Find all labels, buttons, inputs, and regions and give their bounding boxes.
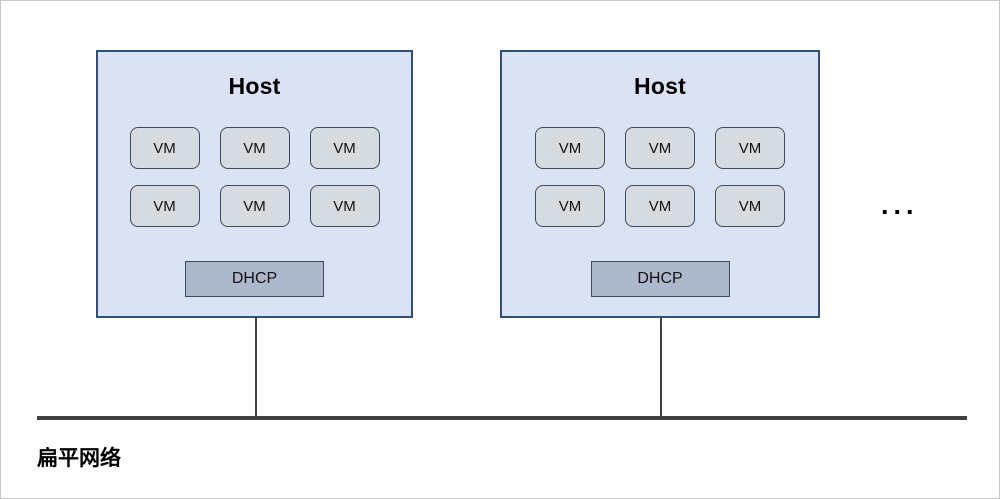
vm-box[interactable]: VM bbox=[535, 185, 605, 227]
vm-row: VM VM VM bbox=[129, 185, 380, 227]
vm-box[interactable]: VM bbox=[309, 185, 380, 227]
flat-network-bus-line bbox=[37, 416, 967, 420]
vm-row: VM VM VM bbox=[129, 127, 380, 169]
host-2-network-connector bbox=[660, 318, 662, 418]
dhcp-box[interactable]: DHCP bbox=[590, 261, 730, 297]
host-title: Host bbox=[634, 73, 686, 99]
vm-box[interactable]: VM bbox=[715, 127, 785, 169]
vm-box[interactable]: VM bbox=[219, 127, 290, 169]
vm-box[interactable]: VM bbox=[219, 185, 290, 227]
host-box-2[interactable]: Host VM VM VM VM VM VM DHCP bbox=[500, 50, 820, 318]
host-title: Host bbox=[228, 73, 281, 99]
vm-box[interactable]: VM bbox=[535, 127, 605, 169]
vm-row: VM VM VM bbox=[535, 185, 785, 227]
vm-grid-host-1: VM VM VM VM VM VM bbox=[98, 127, 411, 227]
vm-box[interactable]: VM bbox=[129, 127, 200, 169]
more-hosts-ellipsis: ... bbox=[881, 190, 919, 220]
network-label: 扁平网络 bbox=[37, 447, 121, 470]
vm-box[interactable]: VM bbox=[309, 127, 380, 169]
dhcp-box[interactable]: DHCP bbox=[185, 261, 324, 297]
dhcp-wrapper-host-1: DHCP bbox=[98, 261, 411, 297]
vm-box[interactable]: VM bbox=[715, 185, 785, 227]
vm-box[interactable]: VM bbox=[129, 185, 200, 227]
host-box-1[interactable]: Host VM VM VM VM VM VM DHCP bbox=[96, 50, 413, 318]
dhcp-wrapper-host-2: DHCP bbox=[502, 261, 818, 297]
vm-row: VM VM VM bbox=[535, 127, 785, 169]
vm-grid-host-2: VM VM VM VM VM VM bbox=[502, 127, 818, 227]
host-1-network-connector bbox=[255, 318, 257, 418]
vm-box[interactable]: VM bbox=[625, 127, 695, 169]
vm-box[interactable]: VM bbox=[625, 185, 695, 227]
